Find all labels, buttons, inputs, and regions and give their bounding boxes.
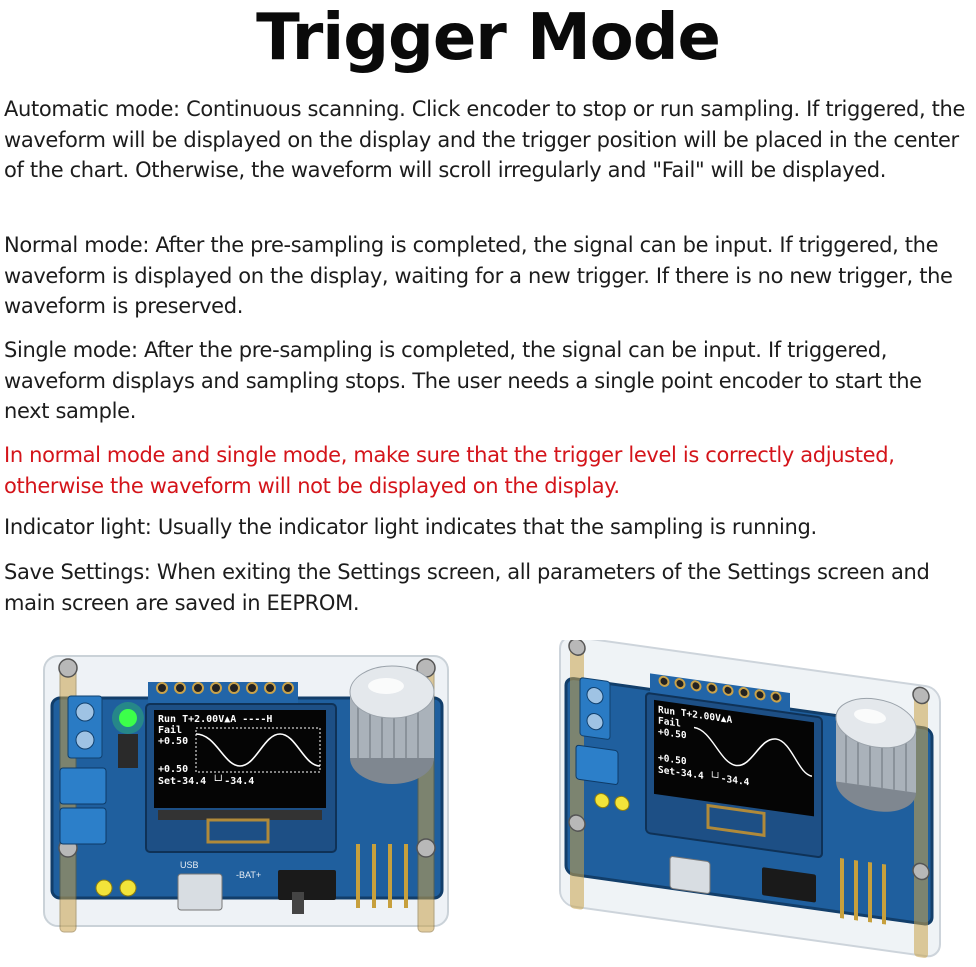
rotary-encoder-knob-right — [835, 697, 917, 812]
usb-label: USB — [180, 860, 199, 870]
save-settings-paragraph: Save Settings: When exiting the Settings… — [4, 560, 930, 615]
screen-right-line-2: Fail — [658, 716, 681, 730]
rotary-encoder-knob — [349, 665, 435, 784]
automatic-mode-paragraph: Automatic mode: Continuous scanning. Cli… — [4, 97, 966, 182]
oscilloscope-photo-angled: Run T+2.00V▲A Fail +0.50 +0.50 Set-34.4 … — [559, 640, 941, 958]
normal-mode-paragraph: Normal mode: After the pre-sampling is c… — [4, 233, 953, 318]
screen-right-line-3: +0.50 — [658, 727, 687, 742]
oled-screen-right — [654, 699, 814, 817]
screen-line-2: Fail — [158, 724, 182, 736]
screen-line-1: Run T+2.00V▲A ----H — [158, 714, 272, 725]
screen-line-4: +0.50 — [158, 764, 188, 775]
indicator-led — [119, 709, 137, 727]
page-title: Trigger Mode — [256, 1, 721, 75]
single-mode-paragraph: Single mode: After the pre-sampling is c… — [4, 338, 922, 423]
oscilloscope-photo-front: Run T+2.00V▲A ----H Fail +0.50 +0.50 Set… — [43, 655, 449, 933]
indicator-light-paragraph: Indicator light: Usually the indicator l… — [4, 515, 817, 539]
screen-line-3: +0.50 — [158, 736, 188, 747]
warning-paragraph: In normal mode and single mode, make sur… — [4, 443, 895, 498]
oled-screen-left — [154, 710, 326, 808]
bat-label: -BAT+ — [236, 870, 261, 880]
waveform-display-left: Run T+2.00V▲A ----H Fail +0.50 +0.50 Set… — [158, 714, 321, 787]
screen-right-line-4: +0.50 — [658, 753, 687, 768]
screen-line-5: Set-34.4 └┘-34.4 — [158, 774, 254, 787]
